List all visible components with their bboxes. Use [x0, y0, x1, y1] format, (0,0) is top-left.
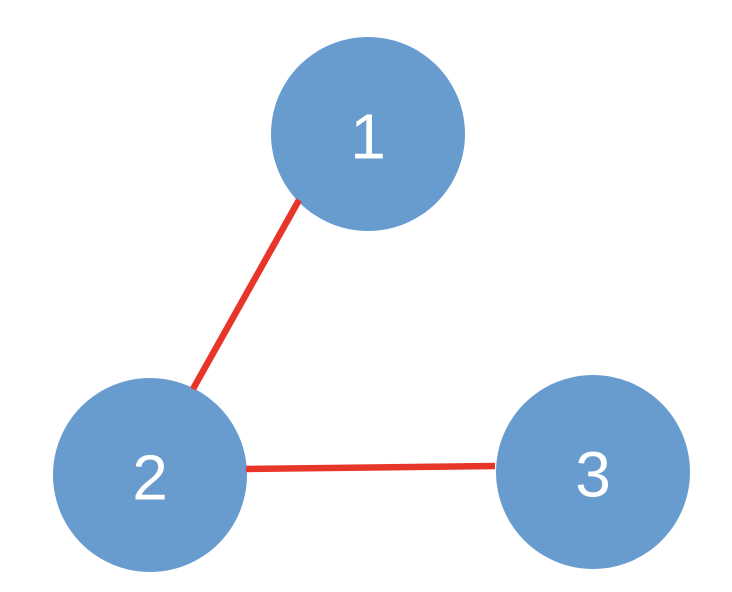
- nodes-layer: [53, 37, 690, 572]
- edges-layer: [190, 198, 496, 473]
- graph-edge-2-3[interactable]: [245, 462, 496, 473]
- graph-edge-1-2[interactable]: [190, 198, 302, 391]
- graph-node-3[interactable]: [496, 375, 690, 569]
- graph-node-1[interactable]: [271, 37, 465, 231]
- graph-node-2[interactable]: [53, 378, 247, 572]
